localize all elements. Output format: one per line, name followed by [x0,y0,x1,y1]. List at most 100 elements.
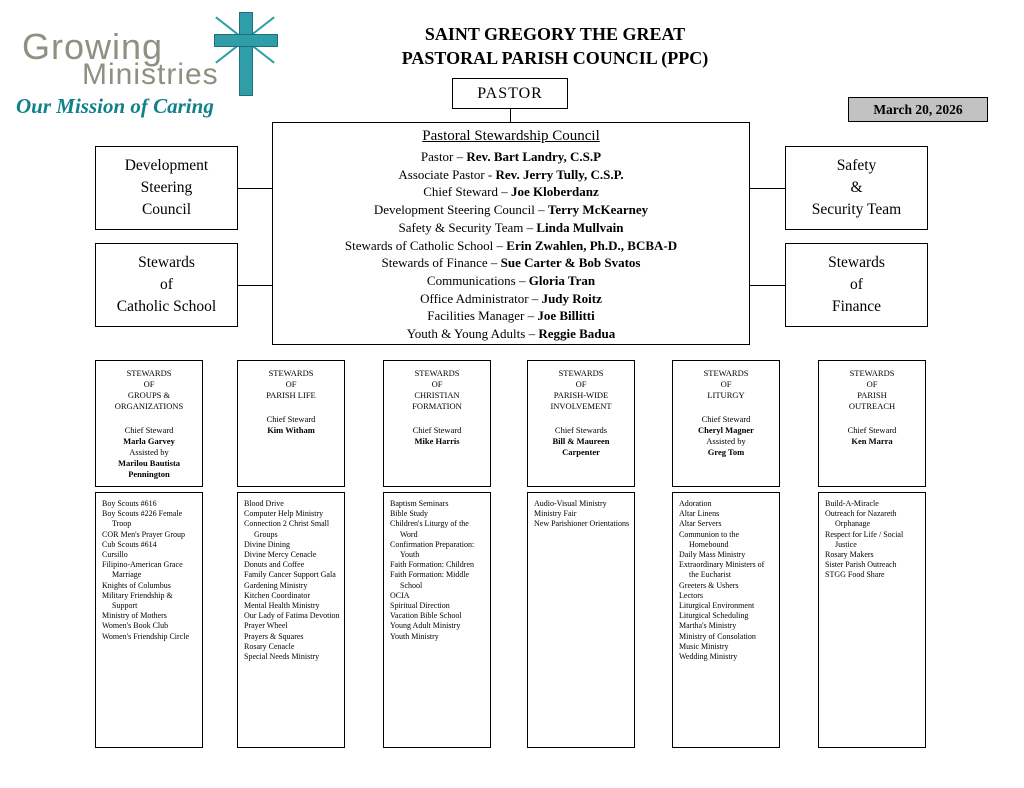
council-member-list: Pastor – Rev. Bart Landry, C.S.P Associat… [273,148,749,343]
column-title: STEWARDS OF GROUPS & ORGANIZATIONS [114,368,184,411]
assisted-by-name: Greg Tom [707,447,745,457]
column-title: STEWARDS OF CHRISTIAN FORMATION [412,368,462,411]
ministry-item: Altar Linens [679,509,720,519]
council-member: Stewards of Catholic School – Erin Zwahl… [344,237,678,253]
chief-steward-name: Cheryl Magner [698,425,754,435]
ministry-item: Prayer Wheel [244,621,288,631]
ministry-item: Divine Mercy Cenacle [244,550,317,560]
ministry-item: New Parishioner Orientations [534,519,630,529]
ministry-item: Cub Scouts #614 [102,539,157,549]
assisted-by-name: Marilou Bautista Pennington [117,458,181,479]
column-header-parish-life: STEWARDS OF PARISH LIFE Chief Steward Ki… [237,360,345,487]
ministry-item: Children's Liturgy of the Word [390,519,469,539]
ministry-item: Adoration [679,499,712,508]
ministry-item: Liturgical Environment [679,601,755,611]
council-member: Facilities Manager – Joe Billitti [427,308,595,324]
ministry-item: OCIA [390,590,410,600]
ministry-item: Cursillo [102,550,128,560]
connector-line [238,188,272,189]
chief-steward-label: Chief Steward [266,414,316,424]
chief-steward-label: Chief Steward [847,425,897,435]
ministry-item: Outreach for Nazareth Orphanage [825,509,897,529]
ministry-item: Computer Help Ministry [244,509,324,519]
ministry-item: Women's Friendship Circle [102,631,190,641]
ministry-item: Audio-Visual Ministry [534,499,607,508]
cross-icon [214,12,278,96]
ministry-item: Boy Scouts #226 Female Troop [102,509,183,529]
ministry-item: Rosary Makers [825,550,874,560]
council-member: Stewards of Finance – Sue Carter & Bob S… [381,255,641,271]
ministry-item: Lectors [679,590,703,600]
pastor-label: PASTOR [477,84,543,102]
chief-steward-name: Mike Harris [414,436,460,446]
ministry-item: Knights of Columbus [102,580,171,590]
council-member: Communications – Gloria Tran [426,272,596,288]
ministry-item: Wedding Ministry [679,652,738,662]
column-title: STEWARDS OF PARISH-WIDE INVOLVEMENT [550,368,612,411]
council-member: Associate Pastor - Rev. Jerry Tully, C.S… [398,166,624,182]
logo-word-ministries: Ministries [82,58,219,91]
ministry-item: Mental Health Ministry [244,601,320,611]
column-title: STEWARDS OF LITURGY [703,368,749,400]
council-member: Safety & Security Team – Linda Mullvain [398,219,624,235]
connector-line [238,285,272,286]
ministry-item: STGG Food Share [825,570,885,580]
ministry-item: Boy Scouts #616 [102,499,157,508]
pastor-box: PASTOR [452,78,568,109]
title-line-1: SAINT GREGORY THE GREAT [424,24,686,44]
logo-tagline: Our Mission of Caring [16,94,214,118]
chief-steward-name: Kim Witham [267,425,315,435]
column-header-groups-organizations: STEWARDS OF GROUPS & ORGANIZATIONS Chief… [95,360,203,487]
ministry-item: COR Men's Prayer Group [102,529,185,539]
ministry-item: Faith Formation: Children [390,560,474,570]
chief-steward-label: Chief Steward [701,414,751,424]
page-title: SAINT GREGORY THE GREAT PASTORAL PARISH … [320,22,790,70]
ministry-item: Special Needs Ministry [244,652,320,662]
chief-steward-label: Chief Steward [412,425,462,435]
safety-security-team-box: Safety & Security Team [785,146,928,230]
connector-line [750,188,785,189]
column-title: STEWARDS OF PARISH OUTREACH [848,368,896,411]
ministry-item: Greeters & Ushers [679,580,739,590]
ministry-item: Prayers & Squares [244,631,304,641]
ministry-item: Women's Book Club [102,621,169,631]
ministry-item: Build-A-Miracle [825,499,879,508]
ministry-item: Confirmation Preparation: Youth [390,539,475,560]
assisted-by-label: Assisted by [129,447,169,457]
growing-ministries-logo: Growing Ministries Our Mission of Caring [14,8,324,118]
title-line-2: PASTORAL PARISH COUNCIL (PPC) [401,48,709,68]
stewards-of-catholic-school-box: Stewards of Catholic School [95,243,238,327]
connector-line [510,109,511,122]
ministry-item: Bible Study [390,509,429,519]
column-header-liturgy: STEWARDS OF LITURGY Chief Steward Cheryl… [672,360,780,487]
ministry-item: Youth Ministry [390,631,439,641]
council-member: Office Administrator – Judy Roitz [420,290,602,306]
column-header-parish-outreach: STEWARDS OF PARISH OUTREACH Chief Stewar… [818,360,926,487]
ministry-item: Spiritual Direction [390,601,450,611]
council-member: Pastor – Rev. Bart Landry, C.S.P [420,149,602,164]
ministry-item: Young Adult Ministry [390,621,461,631]
ministry-item: Kitchen Coordinator [244,590,310,600]
ministry-item: Liturgical Scheduling [679,611,749,621]
council-member: Youth & Young Adults – Reggie Badua [406,326,616,342]
column-header-parish-wide-involvement: STEWARDS OF PARISH-WIDE INVOLVEMENT Chie… [527,360,635,487]
date-text: March 20, 2026 [873,101,963,117]
ministry-item: Sister Parish Outreach [825,560,897,570]
ministry-item: Military Friendship & Support [102,590,173,611]
ministry-item: Ministry of Mothers [102,611,167,621]
date-badge: March 20, 2026 [848,97,988,122]
ministry-item: Daily Mass Ministry [679,550,746,560]
chief-steward-name: Marla Garvey [123,436,175,446]
ministry-item: Music Ministry [679,641,729,651]
council-member: Development Steering Council – Terry McK… [373,202,649,218]
ministry-item: Altar Servers [679,519,722,529]
ministry-item: Donuts and Coffee [244,560,305,570]
column-header-christian-formation: STEWARDS OF CHRISTIAN FORMATION Chief St… [383,360,491,487]
ministry-item: Baptism Seminars [390,499,449,508]
logo-word-growing: Growing [22,26,164,67]
